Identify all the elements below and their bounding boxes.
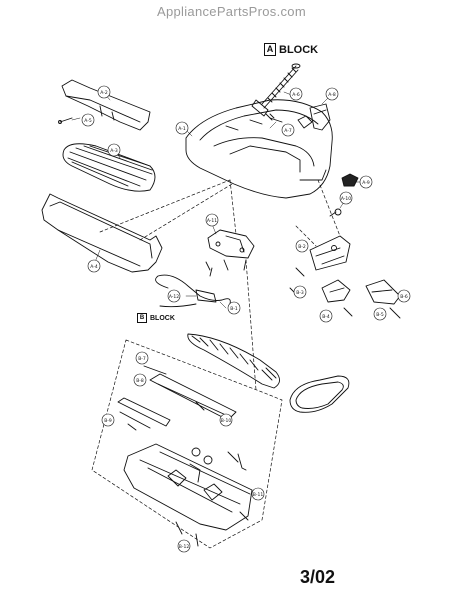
callout-b8: B-8: [133, 373, 147, 387]
callout-b4: B-4: [319, 309, 333, 323]
screw-part: [329, 211, 337, 217]
callout-a3: A-3: [107, 143, 121, 157]
screw-set-part: [205, 259, 247, 277]
callout-b12: B-12: [177, 539, 191, 553]
block-b-label: B BLOCK: [137, 313, 175, 323]
screw-head-part: [58, 120, 62, 124]
brush-roll-part: [187, 333, 280, 389]
bracket-mechanism-part: [207, 229, 255, 259]
svg-text:A-5: A-5: [84, 118, 92, 124]
callout-a11: A-11: [205, 213, 219, 227]
callout-a7: A-7: [281, 123, 295, 137]
svg-text:B-9: B-9: [104, 418, 112, 424]
svg-text:B-2: B-2: [298, 244, 306, 250]
comb-strip-part: [149, 373, 237, 421]
svg-text:B-3: B-3: [296, 290, 304, 296]
upper-housing-part: [185, 99, 333, 199]
cord-part: [155, 274, 231, 308]
svg-text:A-4: A-4: [90, 264, 98, 270]
svg-text:B-12: B-12: [179, 544, 190, 550]
callout-a1: A-1: [175, 121, 189, 135]
screw-part: [195, 401, 205, 411]
callout-b6: B-6: [397, 289, 411, 303]
callout-a2: A-2: [97, 85, 111, 99]
callout-b10: B-10: [219, 413, 233, 427]
svg-text:A-1: A-1: [178, 126, 186, 132]
svg-text:A-7: A-7: [284, 128, 292, 134]
rod-part: [143, 365, 167, 375]
watermark: AppliancePartsPros.com: [157, 4, 306, 19]
wheel-part: [191, 447, 201, 457]
page-number: 3/02: [300, 567, 336, 587]
drive-belt-part: [289, 375, 350, 413]
screw-part: [389, 307, 401, 319]
hose-spring-part: [251, 63, 301, 117]
svg-text:A-2: A-2: [100, 90, 108, 96]
base-plate-part: [123, 443, 253, 531]
svg-text:A-6: A-6: [292, 92, 300, 98]
leader-lines: [71, 91, 361, 309]
svg-text:B-1: B-1: [230, 306, 238, 312]
pedal-lever-part: [309, 103, 331, 131]
svg-text:A-12: A-12: [169, 294, 179, 300]
svg-text:B-6: B-6: [400, 294, 408, 300]
latch-mechanism-part: [309, 235, 351, 271]
screw-part: [343, 307, 353, 317]
side-rail-part: [117, 397, 171, 429]
callout-b1: B-1: [227, 301, 241, 315]
svg-text:A-3: A-3: [110, 148, 118, 154]
bumper-frame-part: [41, 193, 163, 273]
switch-knob-part: [341, 173, 359, 187]
callout-a10: A-10: [339, 191, 353, 205]
fitting-part: [265, 113, 275, 121]
callout-a8: A-8: [325, 87, 339, 101]
top-bumper-part: [61, 79, 151, 131]
svg-text:B-8: B-8: [136, 378, 144, 384]
block-b-text: BLOCK: [150, 314, 175, 322]
clip-part: [237, 453, 247, 471]
callout-a9: A-9: [359, 175, 373, 189]
block-a-letter: A: [264, 43, 276, 56]
filter-grille-part: [62, 143, 156, 192]
screw-part: [295, 267, 305, 277]
callout-a6: A-6: [289, 87, 303, 101]
block-b-letter: B: [137, 313, 147, 323]
svg-text:B-7: B-7: [138, 356, 146, 362]
release-pedal-part: [365, 279, 401, 305]
svg-text:B-10: B-10: [221, 418, 232, 424]
screw-part: [195, 533, 199, 547]
callout-b5: B-5: [373, 307, 387, 321]
callout-b2: B-2: [295, 239, 309, 253]
svg-text:A-11: A-11: [207, 218, 217, 224]
block-a-label: A BLOCK: [264, 43, 318, 56]
svg-text:B-4: B-4: [322, 314, 330, 320]
callout-b9: B-9: [101, 413, 115, 427]
screw-part: [239, 511, 249, 521]
screw-part: [175, 521, 183, 535]
svg-text:B-5: B-5: [376, 312, 384, 318]
assembly-guide-lines: [91, 179, 341, 549]
svg-text:A-10: A-10: [341, 196, 351, 202]
clip-part: [297, 115, 313, 129]
screw-part: [59, 117, 73, 123]
block-a-text: BLOCK: [279, 43, 319, 56]
callout-a4: A-4: [87, 259, 101, 273]
callout-a5: A-5: [81, 113, 95, 127]
screw-part: [127, 423, 137, 431]
pedal-part: [321, 279, 351, 303]
svg-text:B-11: B-11: [253, 492, 264, 498]
svg-text:A-9: A-9: [362, 180, 370, 186]
axle-part: [227, 451, 239, 463]
callout-b11: B-11: [251, 487, 265, 501]
part-callouts: A-1 A-2 A-3 A-4 A-5 A-6 A-7 A-8 A-9 A-10…: [81, 85, 411, 553]
knob-part: [334, 208, 342, 216]
wheel-part: [203, 455, 213, 465]
callout-a12: A-12: [167, 289, 181, 303]
callout-b7: B-7: [135, 351, 149, 365]
callout-b3: B-3: [293, 285, 307, 299]
svg-text:A-8: A-8: [328, 92, 336, 98]
